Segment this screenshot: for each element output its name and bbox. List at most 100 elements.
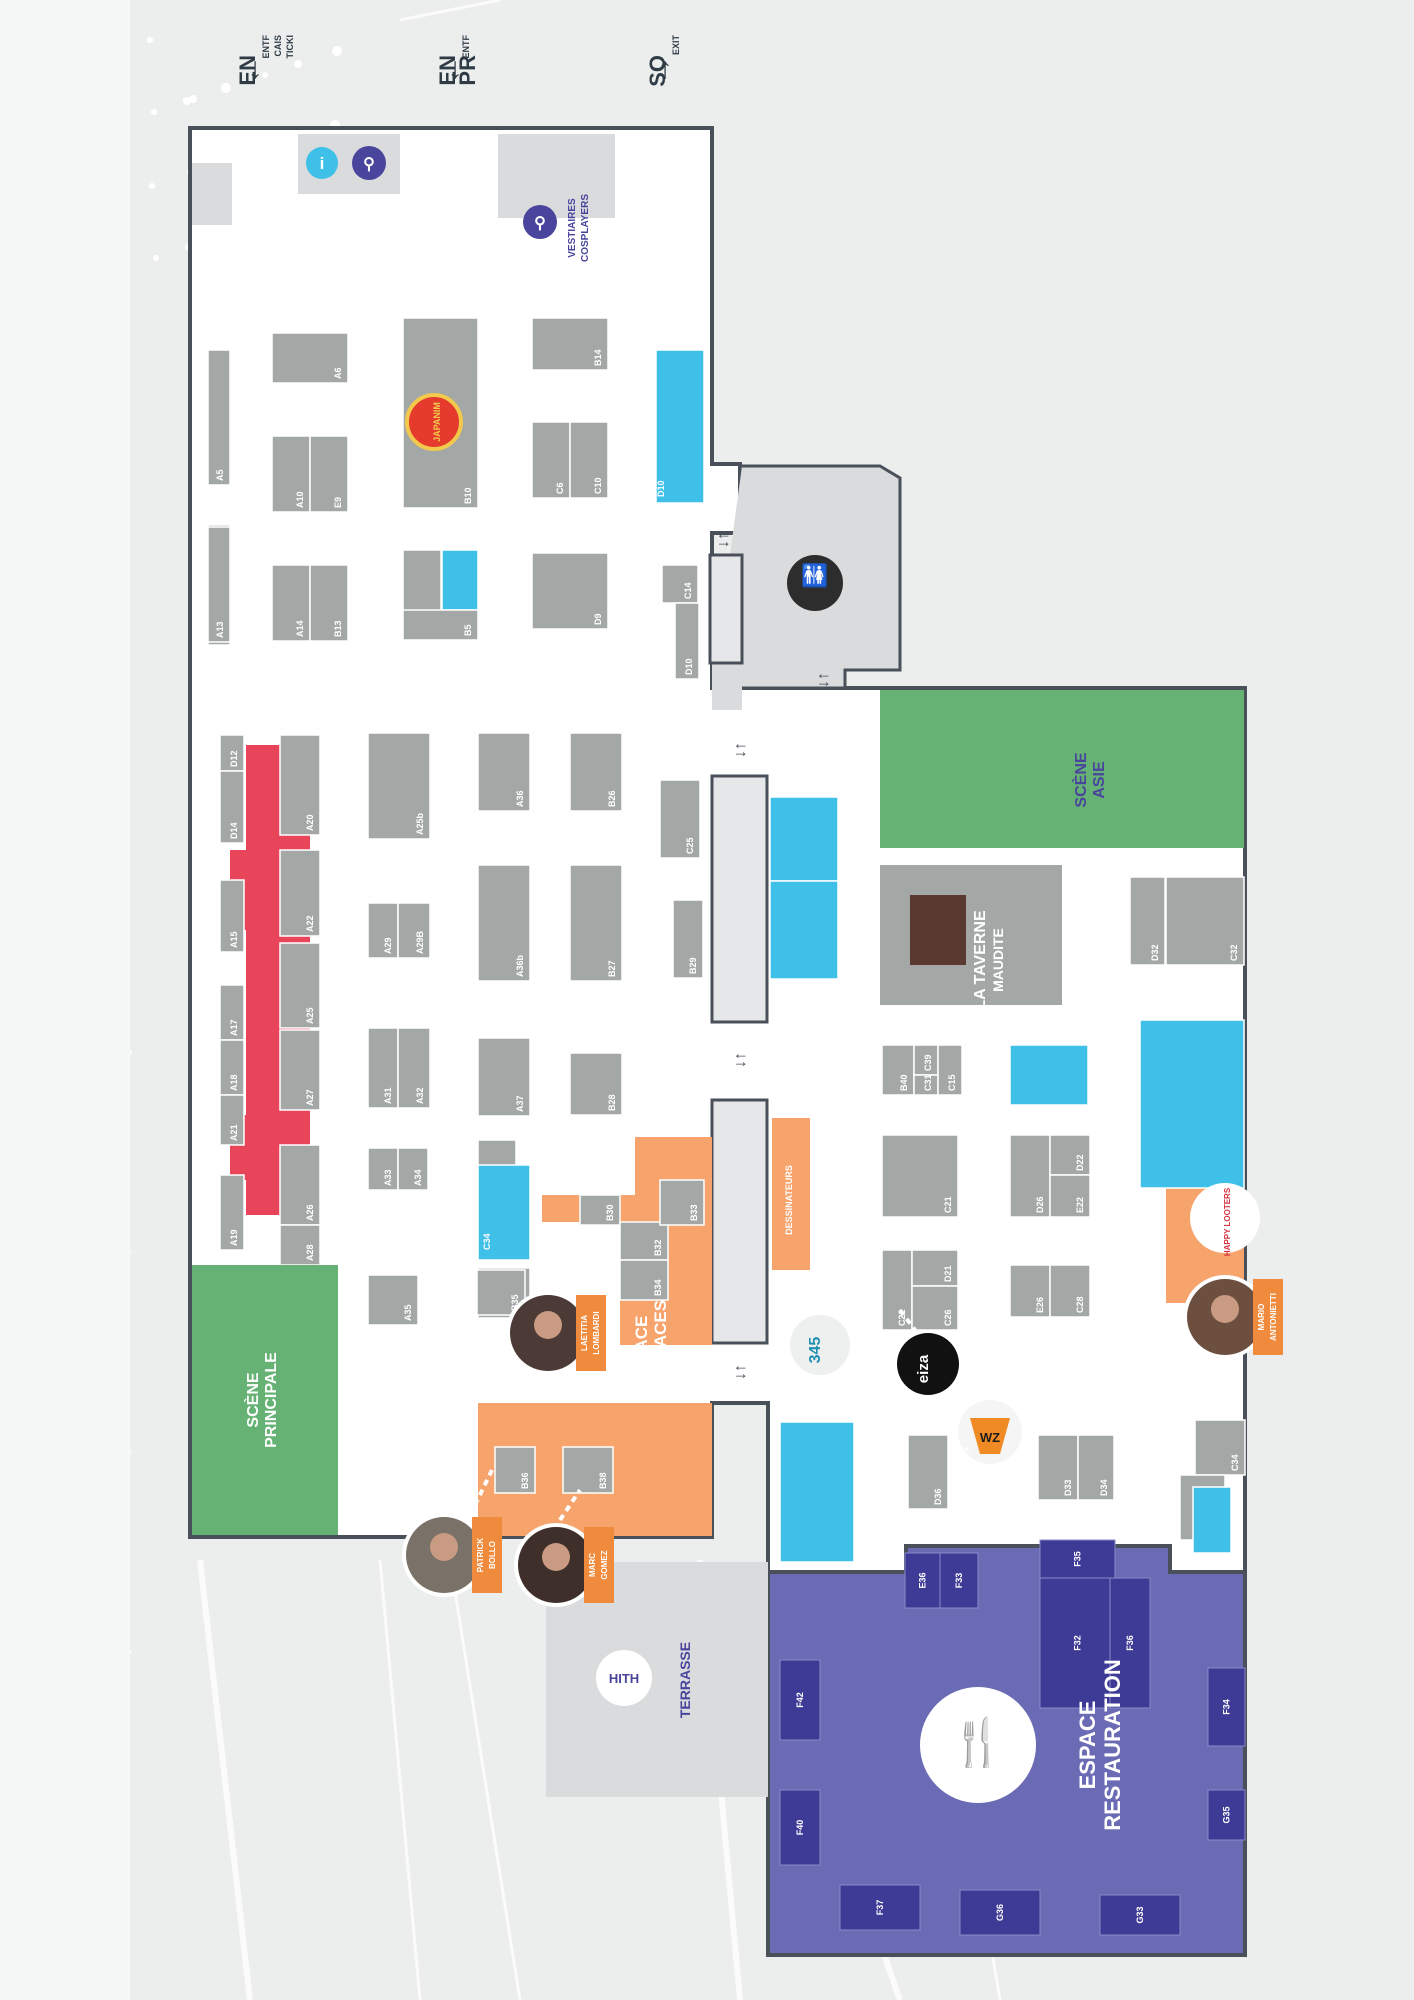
booth-label: C10 [593,477,603,494]
booth-label: D10 [684,658,694,675]
booth-g33 [1099,1894,1181,1936]
escalator-arrows-icon: ↓↑ [815,672,832,688]
booth-b38 [562,1446,614,1494]
left-margin-strip [0,0,130,2000]
espace-dedicaces-label-2: DÉDICACES [651,1300,670,1400]
booth-a37 [477,1037,531,1117]
guest-last-name: ANTONIETTI [1269,1293,1278,1341]
booth-label: B26 [607,790,617,807]
booth-a32 [397,1027,431,1109]
booth-label: B36 [520,1472,530,1489]
booth-label: D32 [1150,944,1160,961]
guest-name-badge [576,1295,606,1371]
booth-label: C32 [1229,944,1239,961]
eiza-text: eiza [915,1354,932,1383]
toilets-glyph: 🚻 [801,563,828,588]
background-dot [332,46,342,56]
booth-d14 [219,770,245,844]
booth-label-f40: F40 [795,1820,805,1836]
guest-avatar [514,1523,614,1607]
booth-label: C15 [947,1074,957,1091]
taverne-label-2: MAUDITE [990,928,1006,992]
booth-label: A35 [403,1304,413,1321]
booth-label: B38 [598,1472,608,1489]
entrance-big-text: SO [645,55,670,87]
booth-label: A19 [229,1229,239,1246]
escalator-block-2 [710,1098,769,1345]
booth-a21 [219,1094,245,1146]
scene-principale-label-2: PRINCIPALE [263,1352,280,1448]
booth-d9 [531,552,609,630]
booth-label: A14 [295,620,305,637]
cloakroom-icon-2 [523,205,557,239]
restauration-label-1: ESPACE [1075,1701,1100,1790]
booth-label: A29 [383,937,393,954]
booth-f33 [939,1552,979,1609]
booth-label: A31 [383,1087,393,1104]
guest-last-name: BOLLO [488,1541,497,1569]
entrance-arrow-icon: ↓ [448,52,463,85]
booth-label-f34: F34 [1222,1699,1232,1715]
hith-logo [596,1650,652,1706]
booth-h40 [1139,1019,1245,1189]
guest-avatar [506,1291,606,1375]
booth-a19 [219,1174,245,1251]
booth-a22 [279,849,321,937]
booth-e22 [1049,1174,1091,1218]
booth-a29b [397,902,431,959]
vestiaires-label-2: COSPLAYERS [580,194,591,262]
booth-a28 [279,1224,321,1266]
booth-d26 [1009,1134,1051,1218]
booth-d10 [674,602,700,680]
booth-label: C26 [943,1309,953,1326]
booth-label: A29B [415,930,425,954]
booth-label: A32 [415,1087,425,1104]
guest-last-name: LOMBARDI [592,1311,601,1354]
brand-345-text: 345 [807,1337,824,1364]
booth-a17 [219,984,245,1041]
booth-label: D26 [1035,1196,1045,1213]
booth-label: A27 [305,1089,315,1106]
booth-label: A5 [215,469,225,481]
japanim-logo [405,393,463,451]
terrasse-label: TERRASSE [677,1642,693,1718]
guest-avatar [402,1513,502,1597]
booth-b33 [659,1179,705,1226]
booth-a33 [367,1147,399,1191]
booth-b13 [309,564,349,642]
booth-a27 [279,1029,321,1111]
booth-label: C28 [1075,1296,1085,1313]
guest-avatar [1183,1275,1283,1359]
booth-label: D22 [1075,1154,1085,1171]
entrance-small-text: EXIT [671,35,681,56]
booth-label: A37 [515,1095,525,1112]
booth-b28 [569,1052,623,1116]
entrance-big-text: EN [435,55,460,86]
guest-name-badge [472,1517,502,1593]
booth-label: B14 [593,349,603,366]
scene-principale [192,1265,338,1535]
hith-logo-text: HITH [609,1671,639,1686]
background-ray [399,0,501,22]
guest-connector-line [782,1298,798,1312]
guest-connector-line [591,1233,597,1291]
booth-c21 [881,1134,959,1218]
booth-label: D36 [933,1488,943,1505]
booth-f37 [839,1884,921,1931]
booth-label: C14 [683,582,693,599]
booth-f42 [779,1659,821,1741]
booth-label: A6 [333,367,343,379]
espace-dedicaces-label-1: ESPACE [632,1316,651,1385]
booth-label-f33: F33 [954,1573,964,1589]
booth-f36 [1109,1577,1151,1709]
booth-d34 [1077,1434,1115,1501]
booth-b34 [619,1259,669,1301]
booth-a36b [477,864,531,982]
guest-connector-line [948,1446,970,1467]
escalator-arrows-icon: ↓↑ [732,1052,749,1068]
booth-g36 [1009,1044,1089,1106]
booth-b40 [881,1044,915,1096]
booth-label: A22 [305,915,315,932]
booth-label: E26 [1035,1297,1045,1313]
booth-label: B28 [607,1094,617,1111]
